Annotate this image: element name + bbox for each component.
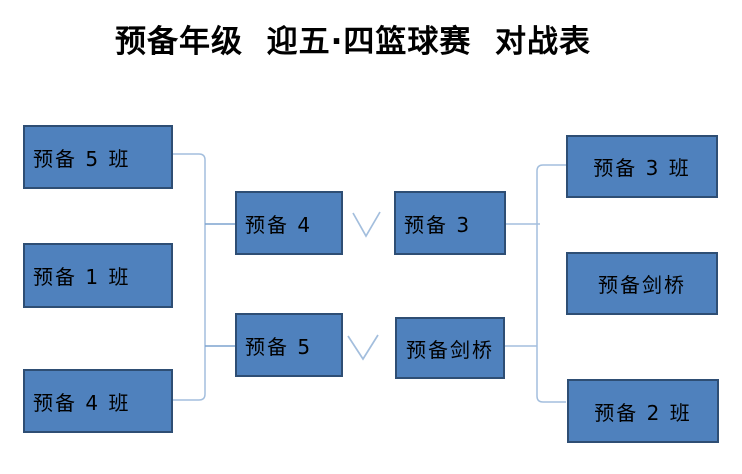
- bracket-box-winner-prep-5: 预备 5: [235, 313, 343, 377]
- bracket-box-prep-class-3: 预备 3 班: [566, 135, 718, 198]
- bracket-box-winner-prep-cambridge: 预备剑桥: [395, 317, 505, 379]
- bracket-box-winner-prep-4: 预备 4: [235, 191, 343, 255]
- bracket-box-winner-prep-3: 预备 3: [394, 191, 506, 255]
- bracket-box-prep-class-2: 预备 2 班: [567, 379, 719, 443]
- bracket-box-prep-cambridge: 预备剑桥: [566, 252, 718, 315]
- bracket-box-prep-class-4: 预备 4 班: [23, 369, 173, 433]
- versus-chevron-icon: [352, 211, 381, 238]
- versus-chevron-icon: [347, 334, 379, 361]
- page-title: 预备年级 迎五·四篮球赛 对战表: [115, 24, 591, 60]
- bracket-box-prep-class-5: 预备 5 班: [23, 125, 173, 189]
- bracket-box-prep-class-1: 预备 1 班: [23, 243, 173, 308]
- connector-left-bracket: [173, 153, 206, 401]
- connector-right-bracket: [536, 164, 566, 403]
